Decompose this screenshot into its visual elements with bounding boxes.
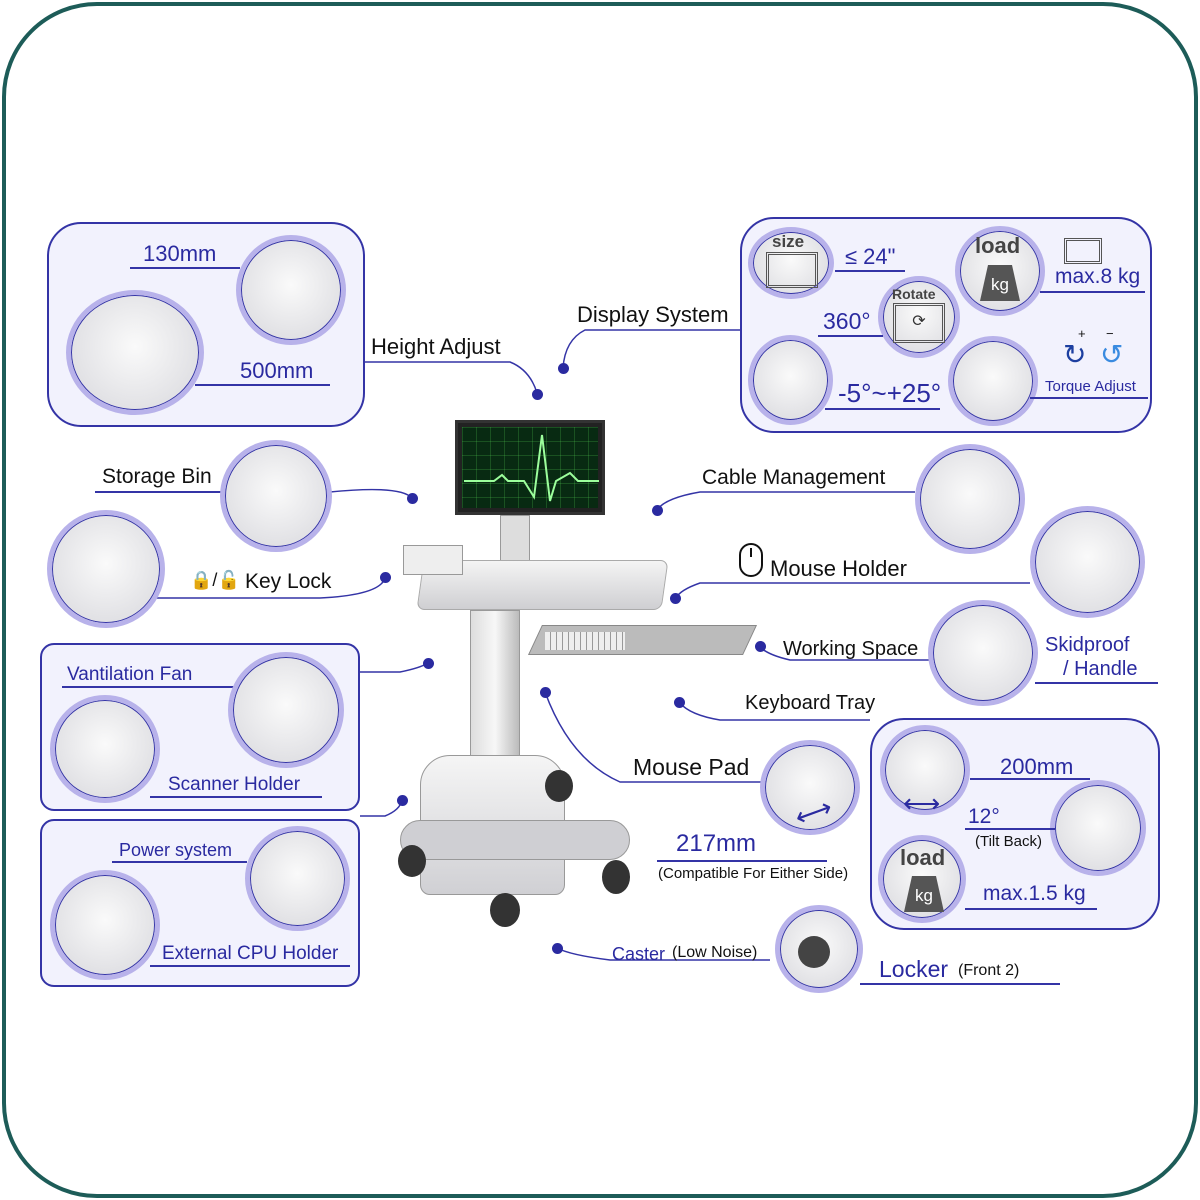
tilt-note: (Tilt Back) — [975, 833, 1042, 850]
mouse-pad-label: Mouse Pad — [633, 754, 750, 780]
torque-plus-icon: ↻ — [1063, 339, 1087, 370]
size-icon-label: size — [772, 232, 805, 251]
skidproof-handle-image — [928, 600, 1038, 706]
height-top-value: 130mm — [143, 241, 217, 266]
plus-sign: + — [1078, 326, 1086, 341]
cpu-label: External CPU Holder — [162, 943, 339, 964]
rotate-icon-label: Rotate — [892, 286, 936, 302]
dot — [674, 697, 685, 708]
torque-label: Torque Adjust — [1045, 378, 1136, 395]
cable-management-image — [915, 444, 1025, 554]
height-bottom-value: 500mm — [240, 358, 314, 383]
torque-image — [948, 336, 1038, 426]
locker-label: Locker — [879, 956, 949, 982]
height-bottom-image — [66, 290, 204, 415]
rotate-icon — [878, 276, 960, 358]
load-value: max.8 kg — [1055, 265, 1141, 288]
dot — [423, 658, 434, 669]
mouse-holder-image — [1030, 506, 1145, 618]
scanner-label: Scanner Holder — [168, 774, 301, 795]
tray-tilt-image — [1050, 780, 1146, 876]
cable-management-label: Cable Management — [702, 466, 886, 489]
working-space-label: Working Space — [783, 638, 919, 660]
key-lock-image — [47, 510, 165, 628]
torque-minus-icon: ↺ — [1100, 339, 1124, 370]
mouse-pad-note: (Compatible For Either Side) — [658, 865, 849, 882]
tilt-value: -5°~+25° — [838, 378, 942, 408]
keyboard-tray-label: Keyboard Tray — [745, 692, 876, 714]
height-adjust-label: Height Adjust — [371, 334, 501, 359]
cpu-holder-image — [50, 870, 160, 980]
locker-note: (Front 2) — [958, 962, 1020, 979]
dot — [397, 795, 408, 806]
display-system-label: Display System — [577, 302, 729, 327]
mouse-icon — [739, 543, 763, 577]
tilt-image — [748, 335, 833, 425]
mouse-holder-label: Mouse Holder — [770, 556, 907, 581]
screen-size-icon — [766, 252, 818, 288]
tray-extend-image: ⟷ — [880, 725, 970, 818]
double-arrow-icon: ⟷ — [903, 788, 941, 818]
load-icon-label: load — [975, 233, 1021, 258]
monitor-icon — [1064, 238, 1102, 264]
locker-image — [775, 905, 863, 993]
load-icon — [955, 226, 1045, 316]
rotate-arrows-icon: ⟳ — [893, 303, 945, 343]
dot — [532, 389, 543, 400]
rotate-value: 360° — [823, 308, 871, 334]
dot — [540, 687, 551, 698]
mouse-pad-size: 217mm — [676, 830, 757, 857]
dot — [552, 943, 563, 954]
height-top-image — [236, 235, 346, 345]
fan-image — [228, 652, 344, 768]
lock-icons: 🔒/🔓 — [190, 570, 240, 590]
kg-weight-icon: kg — [904, 876, 944, 912]
extend-value: 200mm — [1000, 754, 1074, 779]
caster-note: (Low Noise) — [672, 944, 758, 961]
power-image — [245, 826, 350, 931]
dot — [407, 493, 418, 504]
storage-bin-image — [220, 440, 332, 552]
storage-bin-label: Storage Bin — [102, 465, 212, 488]
power-label: Power system — [119, 840, 233, 860]
dot — [755, 641, 766, 652]
kg-weight-icon: kg — [980, 265, 1020, 301]
caster-label: Caster — [612, 944, 666, 964]
key-lock-label: Key Lock — [245, 570, 332, 593]
tray-load-label: load — [900, 845, 946, 870]
skidproof-label: Skidproof — [1045, 634, 1130, 656]
size-value: ≤ 24" — [845, 244, 896, 269]
fan-label: Vantilation Fan — [67, 664, 193, 685]
scanner-image — [50, 695, 160, 803]
monitor — [455, 420, 605, 515]
mouse-pad-image: ⟷ — [760, 740, 860, 835]
minus-sign: − — [1106, 326, 1114, 341]
ecg-waveform — [464, 434, 599, 502]
dot — [670, 593, 681, 604]
dot — [558, 363, 569, 374]
dot — [652, 505, 663, 516]
separator: / — [212, 570, 218, 590]
dot — [380, 572, 391, 583]
handle-label: / Handle — [1063, 658, 1138, 680]
tilt-value: 12° — [968, 805, 1000, 828]
tray-load-value: max.1.5 kg — [983, 882, 1086, 905]
